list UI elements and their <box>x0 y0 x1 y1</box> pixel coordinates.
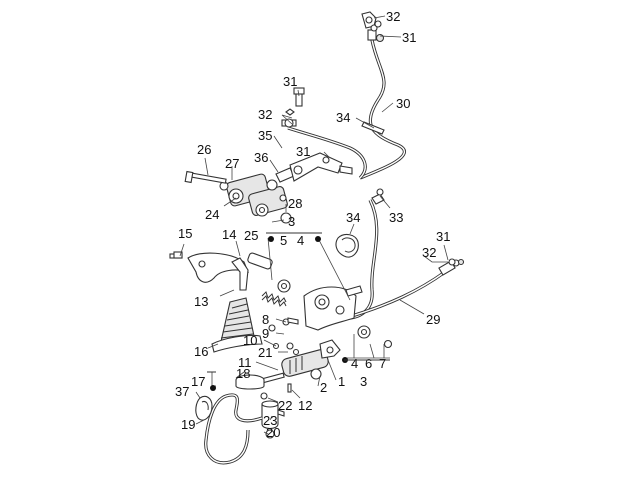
label-32: 32 <box>422 245 436 260</box>
label-31: 31 <box>436 229 450 244</box>
label-11: 11 <box>238 355 252 370</box>
slave-cylinder <box>261 339 341 393</box>
label-7: 7 <box>379 356 386 371</box>
label-36: 36 <box>254 150 268 165</box>
master-cylinder-upper <box>184 167 295 224</box>
reference-bars <box>207 232 390 373</box>
label-31: 31 <box>283 74 297 89</box>
gasket-ring-34 <box>335 233 359 258</box>
label-14: 14 <box>222 227 236 242</box>
rubber-boot-16 <box>211 297 263 353</box>
label-27: 27 <box>225 156 239 171</box>
label-20: 20 <box>266 425 280 440</box>
label-19: 19 <box>181 417 195 432</box>
label-34: 34 <box>336 110 350 125</box>
spring-5 <box>261 279 291 307</box>
label-25: 25 <box>244 228 258 243</box>
label-31: 31 <box>296 144 310 159</box>
label-23: 23 <box>263 413 277 428</box>
label-10: 10 <box>243 333 257 348</box>
label-22: 22 <box>278 398 292 413</box>
label-12: 12 <box>298 398 312 413</box>
clutch-lever-bracket <box>282 285 393 349</box>
label-1: 1 <box>338 374 345 389</box>
label-24: 24 <box>205 207 219 222</box>
label-26: 26 <box>197 142 211 157</box>
label-29: 29 <box>426 312 440 327</box>
label-4: 4 <box>297 233 304 248</box>
label-5: 5 <box>280 233 287 248</box>
label-30: 30 <box>396 96 410 111</box>
fluid-reservoir <box>235 374 285 439</box>
label-32: 32 <box>386 9 400 24</box>
label-15: 15 <box>178 226 192 241</box>
label-6: 6 <box>365 356 372 371</box>
hose-clip-37 <box>195 395 213 421</box>
label-34: 34 <box>346 210 360 225</box>
label-3: 3 <box>288 214 295 229</box>
label-28: 28 <box>288 196 302 211</box>
part-labels: 32 31 31 30 32 34 35 26 27 36 31 33 28 2… <box>175 9 450 440</box>
hose-19 <box>204 393 263 465</box>
label-33: 33 <box>389 210 403 225</box>
label-21: 21 <box>258 345 272 360</box>
label-35: 35 <box>258 128 272 143</box>
label-31: 31 <box>402 30 416 45</box>
label-16: 16 <box>194 344 208 359</box>
label-4: 4 <box>351 356 358 371</box>
label-37: 37 <box>175 384 189 399</box>
brake-line-31 <box>281 87 367 180</box>
label-2: 2 <box>320 380 327 395</box>
lever-bracket <box>289 152 353 182</box>
hose-30 <box>359 11 407 180</box>
label-9: 9 <box>262 326 269 341</box>
label-13: 13 <box>194 294 208 309</box>
label-8: 8 <box>262 312 269 327</box>
reference-dots <box>210 236 348 391</box>
mounting-plate-14 <box>169 252 273 291</box>
label-17: 17 <box>191 374 205 389</box>
label-32: 32 <box>258 107 272 122</box>
leader-lines <box>179 15 449 435</box>
fasteners <box>173 20 456 350</box>
label-3: 3 <box>360 374 367 389</box>
label-18: 18 <box>236 366 250 381</box>
hose-29 <box>339 193 465 320</box>
